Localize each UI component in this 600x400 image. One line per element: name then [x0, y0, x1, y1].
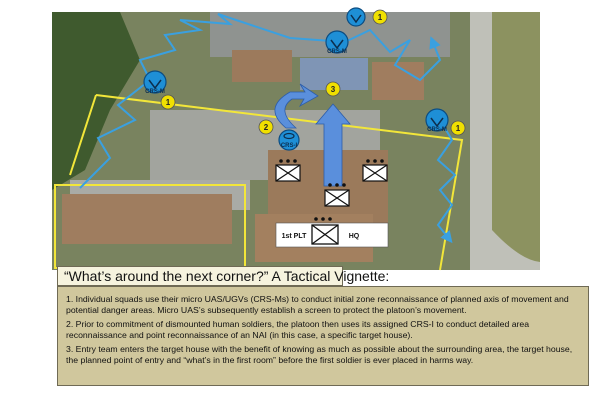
description-step-3: 3. Entry team enters the target house wi… — [66, 343, 573, 366]
squad-symbol-1 — [275, 159, 301, 182]
svg-text:2: 2 — [264, 123, 269, 132]
crs-m-icon-north-1: CRS-M — [325, 30, 349, 55]
crs-i-curved-arrow — [274, 83, 319, 129]
woods-west — [52, 12, 140, 190]
svg-text:3: 3 — [331, 85, 336, 94]
crs-i-label: CRS-I — [281, 143, 298, 149]
vignette-description: 1. Individual squads use their micro UAS… — [57, 286, 589, 386]
building-ne — [372, 62, 424, 100]
svg-text:1: 1 — [456, 124, 461, 133]
crs-m-label: CRS-M — [327, 49, 347, 55]
boundary-outer — [95, 94, 464, 271]
crs-m-label: CRS-M — [427, 127, 447, 133]
crs-m-icon-north-2 — [346, 7, 366, 27]
phase-marker-3: 3 — [325, 81, 341, 97]
svg-text:1: 1 — [378, 13, 383, 22]
squad-symbol-3 — [324, 183, 350, 207]
townhouse-row-sw — [62, 194, 232, 244]
phase-marker-2: 2 — [258, 119, 274, 135]
crs-m-label: CRS-M — [145, 89, 165, 95]
platoon-approach-arrow — [315, 103, 351, 187]
recon-route-west — [79, 13, 349, 189]
svg-text:1: 1 — [166, 98, 171, 107]
description-step-2: 2. Prior to commitment of dismounted hum… — [66, 318, 530, 341]
phase-marker-1-west: 1 — [160, 94, 176, 110]
platoon-label: 1st PLT — [282, 233, 307, 240]
squad-symbol-2 — [362, 159, 388, 182]
recon-route-north — [344, 28, 442, 82]
crs-i-icon: CRS-I — [278, 129, 300, 151]
road-east — [470, 12, 492, 270]
phase-marker-1-north: 1 — [372, 9, 388, 25]
building-nw — [232, 50, 292, 82]
vignette-title: “What’s around the next corner?” A Tacti… — [57, 266, 389, 286]
boundary-west — [69, 94, 97, 176]
crs-m-icon-west: CRS-M — [143, 70, 167, 95]
hq-label: HQ — [349, 233, 360, 240]
recon-route-east — [436, 119, 457, 244]
platoon-hq-group: 1st PLT HQ — [275, 217, 389, 248]
crs-m-icon-east: CRS-M — [425, 108, 449, 133]
description-step-1: 1. Individual squads use their micro UAS… — [66, 294, 569, 316]
road-south-curve — [488, 230, 540, 270]
phase-marker-1-east: 1 — [450, 120, 466, 136]
